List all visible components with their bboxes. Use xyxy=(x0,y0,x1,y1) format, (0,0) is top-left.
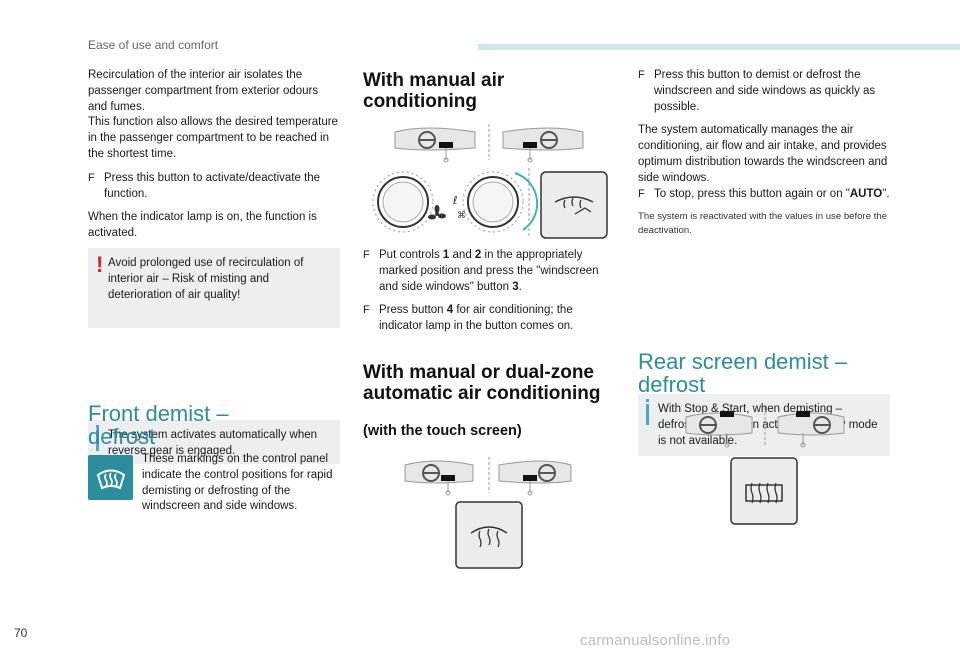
rear-screen-demist-icon xyxy=(730,457,798,525)
front-demist-button xyxy=(455,501,523,569)
info-icon xyxy=(646,399,649,425)
svg-text:⌘: ⌘ xyxy=(457,211,466,221)
rear-demist-heading: Rear screen demist – defrost xyxy=(638,349,848,397)
bullet-to-stop: F To stop, press this button again or on… xyxy=(638,187,890,200)
column-3: F Press this button to demist or defrost… xyxy=(638,68,892,248)
manual-ac-heading: With manual air conditioning xyxy=(363,70,505,112)
manual-ac-instructions: F Put controls 1 and 2 in the appropriat… xyxy=(363,248,615,343)
header-bar xyxy=(478,44,960,50)
rear-demist-diagram xyxy=(680,405,850,527)
markings-text: These markings on the control panel indi… xyxy=(142,453,333,513)
info-icon xyxy=(96,425,99,451)
dashboard-airflow-icon xyxy=(685,407,845,525)
paragraph-system-manages: The system automatically manages the air… xyxy=(638,124,888,184)
bullet-put-controls: F Put controls 1 and 2 in the appropriat… xyxy=(363,249,599,293)
bullet-activate: F Press this button to activate/deactiva… xyxy=(88,171,340,203)
reactivation-note: The system is reactivated with the value… xyxy=(638,211,888,237)
column-1: Recirculation of the interior air isolat… xyxy=(88,68,340,250)
touch-screen-diagram xyxy=(395,455,615,570)
warning-note: ! Avoid prolonged use of recirculation o… xyxy=(88,248,340,328)
front-demist-heading: Front demist – defrost xyxy=(88,401,229,449)
paragraph-indicator: When the indicator lamp is on, the funct… xyxy=(88,211,317,240)
manual-ac-diagram: ℓ ⌘ xyxy=(363,118,615,246)
windscreen-demist-icon xyxy=(88,455,133,500)
stop-start-info-note: With Stop & Start, when demisting – defr… xyxy=(638,394,890,456)
dashboard-airflow-icon xyxy=(404,457,572,569)
exclamation-icon: ! xyxy=(96,252,104,277)
dual-zone-heading: With manual or dual-zone automatic air c… xyxy=(363,362,601,404)
touch-screen-subheading: (with the touch screen) xyxy=(363,423,522,439)
paragraph-recirculation: Recirculation of the interior air isolat… xyxy=(88,69,319,113)
paragraph-temperature: This function also allows the desired te… xyxy=(88,116,338,160)
section-title: Ease of use and comfort xyxy=(88,38,219,52)
watermark: carmanualsonline.info xyxy=(580,632,731,649)
page-number: 70 xyxy=(14,626,28,640)
fan-icon xyxy=(428,205,446,220)
svg-text:ℓ: ℓ xyxy=(452,194,458,207)
bullet-press-button-4: F Press button 4 for air conditioning; t… xyxy=(363,304,574,333)
bullet-marker: F xyxy=(88,171,95,184)
bullet-demist-quickly: F Press this button to demist or defrost… xyxy=(638,69,876,113)
dashboard-airflow-icon: ℓ ⌘ xyxy=(372,124,608,239)
